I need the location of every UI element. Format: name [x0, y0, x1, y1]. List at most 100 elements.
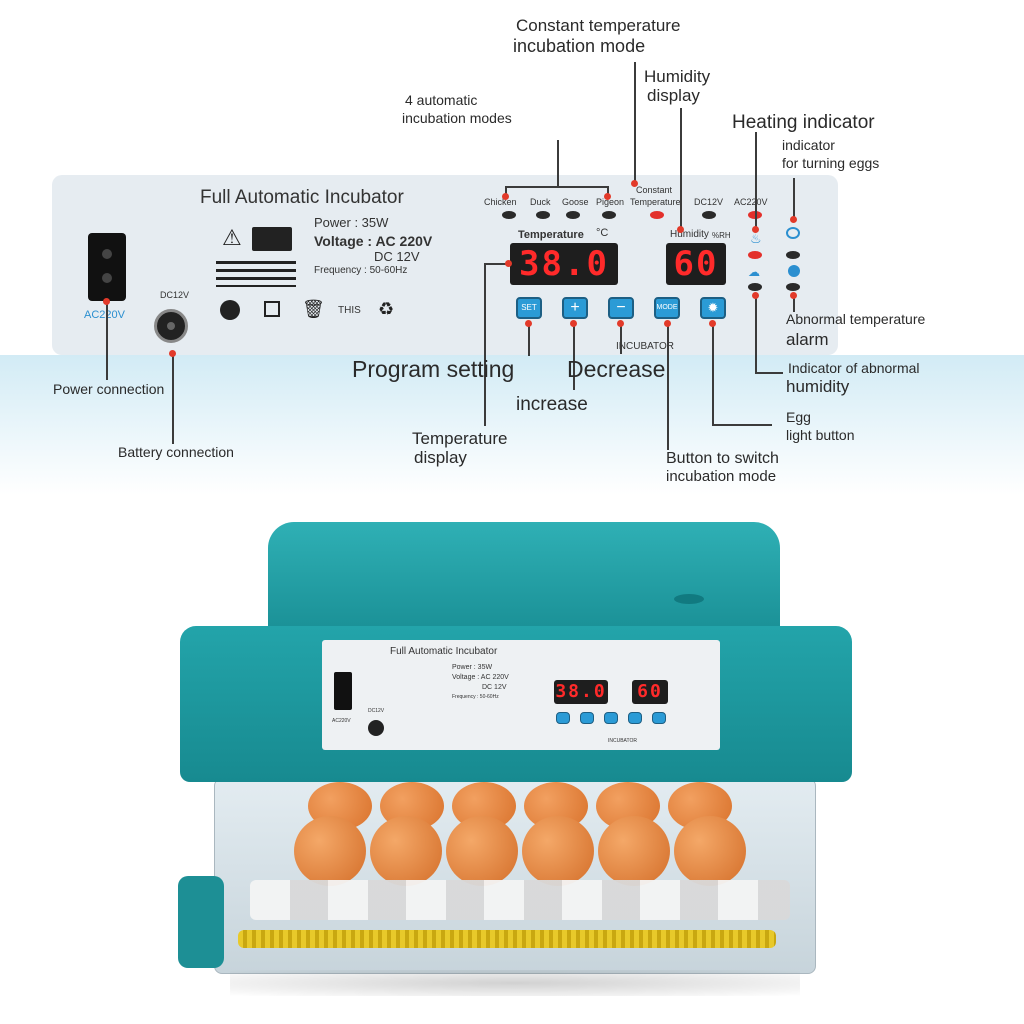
hum-unit: %RH [712, 231, 731, 240]
led-heating [748, 251, 762, 259]
panel-title: Full Automatic Incubator [200, 187, 404, 208]
egg [294, 816, 366, 886]
turning-icon [786, 227, 800, 239]
egg [598, 816, 670, 886]
side-knob[interactable] [178, 876, 224, 968]
plug-warning-icon: ⚠ [222, 225, 242, 250]
turning-gear-strip [238, 930, 776, 948]
weee-bin-icon: 🗑 [302, 299, 325, 319]
callout-humidity-display-2: display [647, 86, 700, 105]
device-egg-light-button[interactable] [652, 712, 666, 724]
incubator-label: INCUBATOR [616, 341, 674, 352]
incubator-lid-top [268, 522, 780, 632]
device-voltage: Voltage : AC 220V [452, 674, 509, 681]
rohs-icon [220, 300, 240, 320]
ac220v-label: AC220V [734, 197, 768, 207]
mode-duck: Duck [530, 197, 551, 207]
set-button[interactable]: SET [516, 297, 542, 319]
panel-shadow-band [0, 355, 1024, 495]
callout-heating-indicator: Heating indicator [732, 112, 875, 133]
dc12v-label: DC12V [694, 197, 724, 207]
mode-button[interactable]: MODE [654, 297, 680, 319]
callout-abnormal-hum-1: Indicator of abnormal [788, 360, 920, 376]
spec-voltage-dc: DC 12V [374, 249, 420, 264]
ac-power-socket [88, 233, 126, 301]
egg [674, 816, 746, 886]
constant-label-2: Temperature [630, 197, 681, 207]
callout-egg-light-1: Egg [786, 409, 811, 425]
callout-constant-mode-2: incubation mode [513, 36, 646, 56]
mode-goose: Goose [562, 197, 589, 207]
callout-auto-modes-1: 4 automatic [405, 92, 478, 108]
callout-turning-2: for turning eggs [782, 155, 880, 171]
callout-humidity-display-1: Humidity [644, 67, 711, 86]
temp-unit: °C [596, 227, 609, 239]
recycle-icon: ♻ [378, 299, 395, 319]
callout-switch-mode-2: incubation mode [666, 468, 777, 485]
stripe-lines [216, 261, 296, 287]
callout-increase: increase [516, 394, 588, 415]
device-minus-button[interactable] [604, 712, 618, 724]
plus-button[interactable]: + [562, 297, 588, 319]
led-temp-alarm [786, 283, 800, 291]
device-shadow [230, 970, 800, 996]
device-set-button[interactable] [556, 712, 570, 724]
ac-label: AC220V [84, 309, 125, 321]
temp-title: Temperature [518, 229, 584, 241]
dc-label: DC12V [160, 290, 190, 300]
callout-power-connection: Power connection [53, 381, 165, 397]
callout-program-setting: Program setting [352, 356, 515, 382]
led-dc12v [702, 211, 716, 219]
heating-flame-icon: ♨ [750, 231, 762, 246]
device-humidity-display: 60 [632, 680, 668, 704]
device-incubator-label: INCUBATOR [608, 738, 637, 744]
lid-vent-hole [674, 594, 704, 604]
humidity-display: 60 [666, 243, 726, 285]
this-label: THIS [338, 305, 361, 316]
temperature-display: 38.0 [510, 243, 618, 285]
device-plus-button[interactable] [580, 712, 594, 724]
callout-abnormal-hum-2: humidity [786, 377, 850, 396]
mode-pigeon: Pigeon [596, 197, 625, 207]
device-mode-button[interactable] [628, 712, 642, 724]
spec-voltage: Voltage : AC 220V [314, 233, 433, 249]
battery-icon [252, 227, 292, 251]
control-panel-closeup: AC220V DC12V Full Automatic Incubator Po… [52, 175, 838, 355]
hum-title: Humidity [670, 229, 709, 240]
alarm-icon [788, 265, 800, 277]
led-turning [786, 251, 800, 259]
callout-turning-1: indicator [782, 137, 835, 153]
egg [522, 816, 594, 886]
constant-label-1: Constant [636, 185, 673, 195]
egg [446, 816, 518, 886]
callout-decrease: Decrease [567, 356, 666, 382]
dc-jack [154, 309, 188, 343]
egg-light-button[interactable]: ✹ [700, 297, 726, 319]
callout-temp-display-2: display [414, 448, 467, 467]
device-dc-jack [368, 720, 384, 736]
egg [370, 816, 442, 886]
device-control-panel: Full Automatic Incubator Power : 35W Vol… [322, 640, 720, 750]
callout-egg-light-2: light button [786, 427, 855, 443]
double-insulation-icon [264, 301, 280, 317]
callout-constant-mode-1: Constant temperature [516, 16, 681, 35]
led-pigeon [602, 211, 616, 219]
led-humidity-abnormal [748, 283, 762, 291]
device-voltage-dc: DC 12V [482, 684, 507, 691]
callout-battery-connection: Battery connection [118, 444, 234, 460]
minus-button[interactable]: − [608, 297, 634, 319]
callout-switch-mode-1: Button to switch [666, 450, 779, 467]
device-dc-label: DC12V [368, 708, 385, 714]
egg-tray [290, 782, 750, 892]
callout-abnormal-temp-1: Abnormal temperature [786, 311, 926, 327]
led-chicken [502, 211, 516, 219]
spec-frequency: Frequency : 50-60Hz [314, 265, 408, 276]
device-temperature-display: 38.0 [554, 680, 608, 704]
mode-chicken: Chicken [484, 197, 517, 207]
device-ac-label: AC220V [332, 718, 351, 724]
callout-abnormal-temp-2: alarm [786, 330, 829, 349]
led-goose [566, 211, 580, 219]
humidity-cloud-icon: ☁ [748, 265, 760, 279]
device-ac-socket [334, 672, 352, 710]
spec-power: Power : 35W [314, 215, 389, 230]
